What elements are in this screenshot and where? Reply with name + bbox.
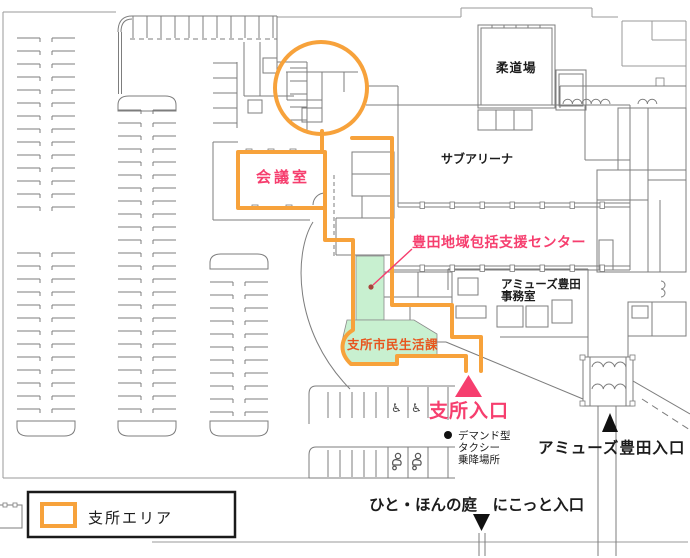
- building-outlines: [0, 20, 690, 556]
- civic-division-label: 支所市民生活課: [346, 337, 438, 352]
- site-boundaries: [2, 7, 688, 543]
- office-label-line1: アミューズ豊田: [501, 277, 581, 291]
- nikotto-entrance-triangle: [473, 514, 490, 531]
- parking-walls: [130, 15, 455, 479]
- branch-area-outline: [236, 40, 483, 373]
- wall-pillars: [419, 201, 605, 272]
- support-center-leader: [368, 248, 413, 290]
- legend-area-swatch: [40, 502, 77, 528]
- branch-entrance-label: 支所入口: [428, 400, 509, 422]
- taxi-note-line1: デマンド型: [458, 429, 511, 442]
- meeting-room-label: 会議室: [256, 168, 310, 186]
- nikotto-entrance-label: ひと・ほんの庭 にこっと入口: [369, 495, 584, 514]
- taxi-note-line3: 乗降場所: [458, 453, 500, 466]
- amuse-entrance-triangle: [602, 413, 618, 432]
- legend-label: 支所エリア: [88, 509, 173, 527]
- taxi-bullet: [444, 431, 452, 439]
- legend: 支所エリア: [26, 490, 237, 539]
- legend-box: [26, 490, 237, 539]
- wheelchair-icon: ♿: [391, 401, 402, 415]
- sub-arena-label: サブアリーナ: [441, 151, 513, 166]
- map-labels: 柔道場 サブアリーナ 会議室 豊田地域包括支援センター アミューズ豊田 事務室 …: [256, 60, 685, 514]
- parking-stalls: [16, 16, 377, 477]
- amuse-entrance-label: アミューズ豊田入口: [538, 438, 685, 457]
- judo-hall-label: 柔道場: [495, 60, 537, 75]
- accessible-parking-icons: ♿ ♿: [391, 401, 422, 471]
- taxi-note-line2: タクシー: [458, 442, 500, 454]
- branch-entrance-triangle: [455, 375, 482, 397]
- wheelchair-icon: ♿: [411, 401, 422, 415]
- office-label-line2: 事務室: [501, 289, 536, 303]
- entrance-markers: [444, 375, 618, 531]
- support-center-label: 豊田地域包括支援センター: [412, 234, 586, 251]
